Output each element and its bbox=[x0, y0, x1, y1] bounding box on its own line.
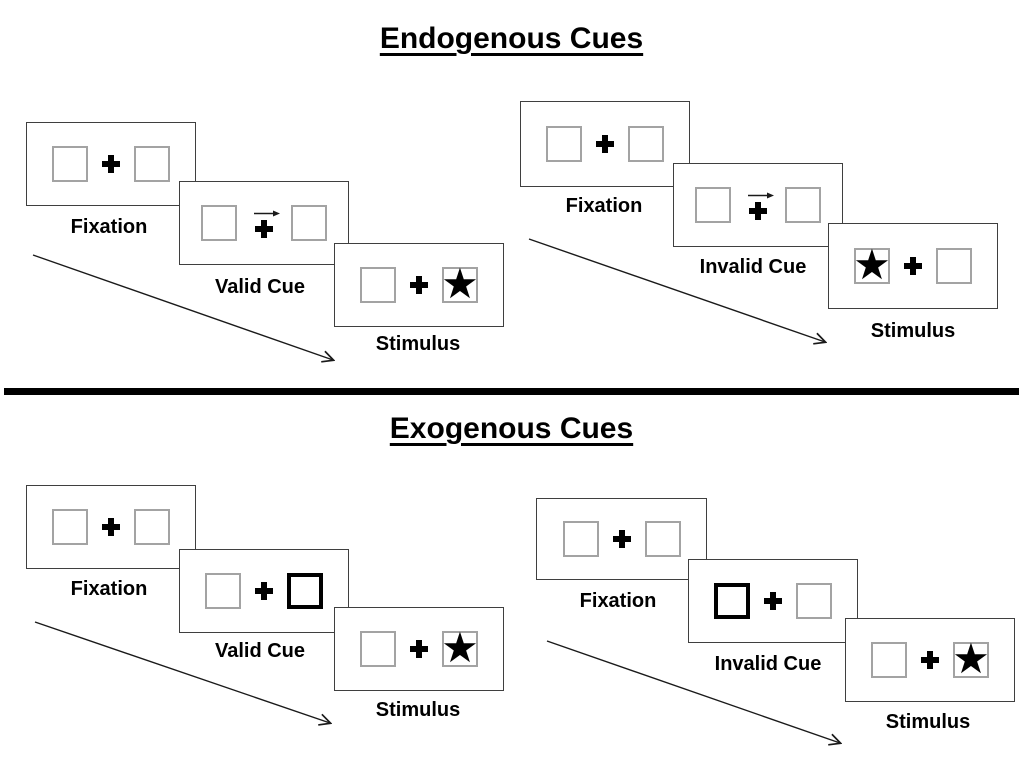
right-target-square: ★ bbox=[441, 627, 479, 669]
fixation-panel bbox=[520, 101, 690, 187]
fixation-cross-icon bbox=[904, 257, 922, 275]
left-placeholder-square bbox=[695, 187, 731, 223]
fixation-cross-icon bbox=[749, 201, 767, 220]
fixation-label: Fixation bbox=[565, 195, 643, 217]
valid-cue-panel bbox=[179, 181, 349, 265]
star-icon: ★ bbox=[441, 624, 479, 671]
left-placeholder-square bbox=[52, 146, 88, 182]
valid-cue-panel bbox=[179, 549, 349, 633]
star-icon: ★ bbox=[441, 260, 479, 307]
stimulus-panel: ★ bbox=[845, 618, 1015, 702]
left-placeholder-square bbox=[546, 126, 582, 162]
right-placeholder-square bbox=[796, 583, 832, 619]
fixation-panel bbox=[536, 498, 707, 580]
fixation-cross-icon bbox=[255, 219, 273, 238]
left-placeholder-square bbox=[871, 642, 907, 678]
fixation-cross-icon bbox=[612, 530, 631, 548]
invalid-cue-label: Invalid Cue bbox=[714, 653, 822, 675]
fixation-cross-icon bbox=[102, 518, 120, 536]
left-placeholder-square bbox=[52, 509, 88, 545]
invalid-cue-panel bbox=[673, 163, 843, 247]
valid-cue-label: Valid Cue bbox=[214, 276, 306, 298]
invalid-cue-panel bbox=[688, 559, 858, 643]
right-placeholder-square bbox=[628, 126, 664, 162]
fixation-panel bbox=[26, 485, 196, 569]
left-placeholder-square bbox=[562, 521, 599, 557]
section-title-exogenous: Exogenous Cues bbox=[389, 412, 634, 445]
left-highlighted-cue-square bbox=[714, 583, 750, 619]
trial-sequence-arrow bbox=[528, 238, 832, 348]
stimulus-label: Stimulus bbox=[375, 699, 461, 721]
fixation-cross-icon bbox=[255, 582, 273, 600]
trial-sequence-arrow bbox=[32, 254, 340, 366]
right-arrow-icon bbox=[254, 210, 280, 216]
left-placeholder-square bbox=[360, 631, 396, 667]
stimulus-label: Stimulus bbox=[885, 711, 971, 733]
star-icon: ★ bbox=[853, 241, 891, 288]
stimulus-label: Stimulus bbox=[375, 333, 461, 355]
section-title-endogenous: Endogenous Cues bbox=[379, 22, 644, 55]
fixation-label: Fixation bbox=[579, 590, 657, 612]
right-target-square: ★ bbox=[952, 638, 990, 680]
fixation-label: Fixation bbox=[70, 216, 148, 238]
fixation-cross-icon bbox=[764, 592, 782, 610]
stimulus-panel: ★ bbox=[334, 607, 504, 691]
left-placeholder-square bbox=[360, 267, 396, 303]
valid-cue-label: Valid Cue bbox=[214, 640, 306, 662]
stimulus-label: Stimulus bbox=[870, 320, 956, 342]
star-icon: ★ bbox=[952, 635, 990, 682]
fixation-label: Fixation bbox=[70, 578, 148, 600]
trial-sequence-arrow bbox=[546, 640, 847, 749]
right-placeholder-square bbox=[936, 248, 972, 284]
fixation-cross-icon bbox=[410, 276, 428, 294]
invalid-cue-label: Invalid Cue bbox=[699, 256, 807, 278]
right-placeholder-square bbox=[134, 509, 170, 545]
right-placeholder-square bbox=[785, 187, 821, 223]
right-target-square: ★ bbox=[441, 263, 479, 305]
fixation-cross-icon bbox=[102, 155, 120, 173]
right-placeholder-square bbox=[644, 521, 681, 557]
fixation-cross-icon bbox=[410, 640, 428, 658]
right-placeholder-square bbox=[291, 205, 327, 241]
left-placeholder-square bbox=[201, 205, 237, 241]
stimulus-panel: ★ bbox=[334, 243, 504, 327]
left-target-square: ★ bbox=[853, 244, 891, 286]
fixation-panel bbox=[26, 122, 196, 206]
fixation-cross-icon bbox=[596, 135, 614, 153]
stimulus-panel: ★ bbox=[828, 223, 998, 309]
left-placeholder-square bbox=[205, 573, 241, 609]
right-highlighted-cue-square bbox=[287, 573, 323, 609]
section-divider bbox=[4, 388, 1019, 395]
right-arrow-icon bbox=[748, 192, 774, 198]
trial-sequence-arrow bbox=[34, 621, 336, 729]
fixation-cross-icon bbox=[921, 651, 939, 669]
right-placeholder-square bbox=[134, 146, 170, 182]
